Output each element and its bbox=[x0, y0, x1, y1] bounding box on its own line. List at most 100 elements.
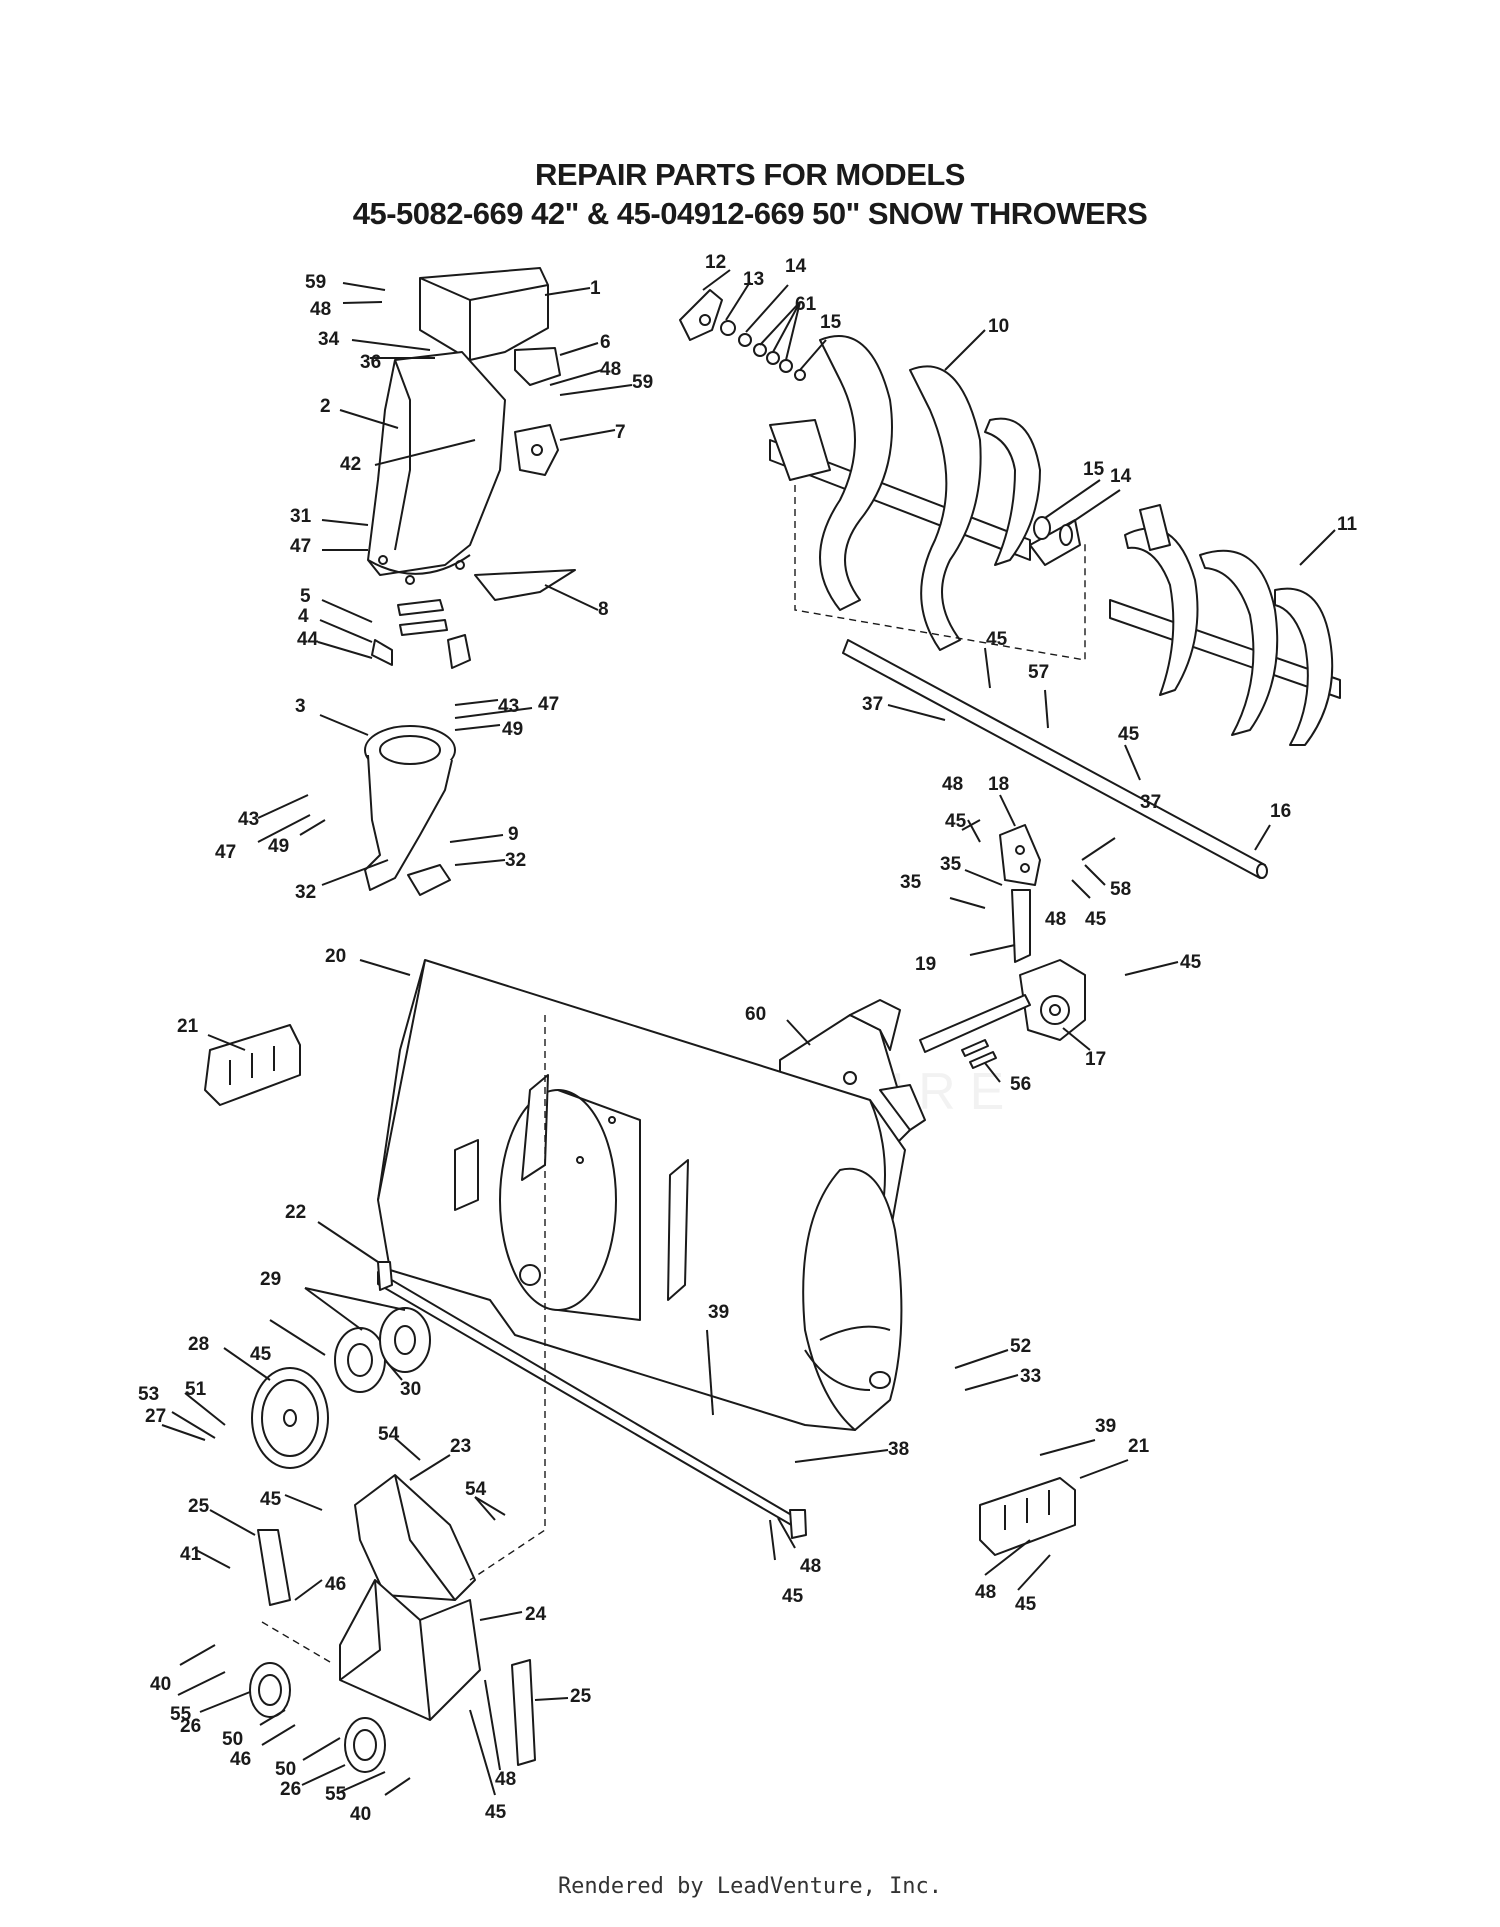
bearing-29-30 bbox=[334, 1307, 431, 1393]
callout: 58 bbox=[1110, 879, 1131, 900]
callout: 45 bbox=[986, 629, 1008, 650]
callout: 48 bbox=[975, 1582, 996, 1603]
guide-auger-to-shaft bbox=[794, 485, 1086, 661]
callout: 24 bbox=[525, 1604, 547, 1625]
auger-housing-20 bbox=[377, 959, 906, 1431]
callout: 45 bbox=[782, 1586, 804, 1607]
callout: 15 bbox=[1083, 459, 1105, 480]
callout: 23 bbox=[450, 1436, 471, 1457]
callout: 48 bbox=[942, 774, 963, 795]
callout: 46 bbox=[230, 1749, 251, 1770]
callout: 18 bbox=[988, 774, 1009, 795]
callout: 22 bbox=[285, 1202, 306, 1223]
callout: 46 bbox=[325, 1574, 346, 1595]
callout: 3 bbox=[295, 696, 306, 717]
callout: 51 bbox=[185, 1379, 207, 1400]
callout: 39 bbox=[708, 1302, 729, 1323]
callout: 9 bbox=[508, 824, 519, 845]
chute-keeper-9 bbox=[407, 864, 451, 896]
callout: 31 bbox=[290, 506, 312, 527]
callout: 45 bbox=[1085, 909, 1107, 930]
idler-pulleys-26 bbox=[249, 1662, 386, 1773]
callout: 45 bbox=[1180, 952, 1202, 973]
callout: 48 bbox=[800, 1556, 821, 1577]
callout: 32 bbox=[505, 850, 526, 871]
skid-shoe-21-right bbox=[979, 1477, 1076, 1556]
callout: 60 bbox=[745, 1004, 766, 1025]
belt-cover-23 bbox=[354, 1474, 476, 1601]
callout: 4 bbox=[298, 606, 309, 627]
callout: 56 bbox=[1010, 1074, 1031, 1095]
callout: 40 bbox=[150, 1674, 171, 1695]
callout: 32 bbox=[295, 882, 316, 903]
callout-labels: 1 2 3 4 5 6 7 8 9 10 11 12 13 14 14 15 1… bbox=[138, 252, 1358, 1825]
callout: 21 bbox=[1128, 1436, 1150, 1457]
callout: 25 bbox=[188, 1496, 210, 1517]
callout: 40 bbox=[350, 1804, 371, 1825]
callout: 53 bbox=[138, 1384, 159, 1405]
callout: 37 bbox=[862, 694, 883, 715]
callout: 57 bbox=[1028, 662, 1049, 683]
callout: 35 bbox=[900, 872, 922, 893]
scraper-bar-22 bbox=[377, 1261, 807, 1539]
callout: 45 bbox=[485, 1802, 507, 1823]
callout: 26 bbox=[280, 1779, 301, 1800]
callout: 55 bbox=[325, 1784, 347, 1805]
callout: 59 bbox=[632, 372, 653, 393]
guide-cover-to-bracket bbox=[261, 1621, 331, 1663]
skid-shoe-21-left bbox=[204, 1024, 301, 1106]
auger-left-10 bbox=[769, 335, 1081, 651]
callout: 39 bbox=[1095, 1416, 1116, 1437]
callout: 48 bbox=[310, 299, 331, 320]
callout: 17 bbox=[1085, 1049, 1106, 1070]
callout: 16 bbox=[1270, 801, 1291, 822]
callout: 45 bbox=[260, 1489, 282, 1510]
callout: 26 bbox=[180, 1716, 201, 1737]
callout: 49 bbox=[268, 836, 289, 857]
callout: 14 bbox=[1110, 466, 1132, 487]
auger-right-11 bbox=[1109, 504, 1341, 746]
title-line-2: 45-5082-669 42" & 45-04912-669 50" SNOW … bbox=[352, 196, 1148, 231]
brackets-25 bbox=[257, 1529, 536, 1766]
callout: 13 bbox=[743, 269, 764, 290]
callout: 6 bbox=[600, 332, 611, 353]
callout: 20 bbox=[325, 946, 346, 967]
pulley-28 bbox=[251, 1367, 329, 1469]
callout: 11 bbox=[1337, 514, 1358, 535]
diagram-title: REPAIR PARTS FOR MODELS 45-5082-669 42" … bbox=[0, 155, 1500, 233]
callout: 29 bbox=[260, 1269, 281, 1290]
callout: 34 bbox=[318, 329, 340, 350]
callout: 47 bbox=[215, 842, 236, 863]
callout: 61 bbox=[795, 294, 817, 315]
callout: 54 bbox=[465, 1479, 487, 1500]
callout: 30 bbox=[400, 1379, 421, 1400]
callout: 1 bbox=[590, 278, 601, 299]
title-line-1: REPAIR PARTS FOR MODELS bbox=[535, 157, 965, 192]
callout: 54 bbox=[378, 1424, 400, 1445]
callout: 12 bbox=[705, 252, 726, 273]
bracket-18 bbox=[999, 824, 1041, 886]
callout: 44 bbox=[297, 629, 319, 650]
callout: 38 bbox=[888, 1439, 909, 1460]
callout: 55 bbox=[170, 1704, 192, 1725]
callout: 59 bbox=[305, 272, 326, 293]
callout: 14 bbox=[785, 256, 807, 277]
guide-housing-vertical bbox=[469, 1015, 546, 1581]
chute-clamps bbox=[371, 599, 471, 669]
callout: 48 bbox=[1045, 909, 1066, 930]
chute-tube bbox=[367, 351, 506, 585]
callout: 50 bbox=[222, 1729, 243, 1750]
callout: 45 bbox=[1118, 724, 1140, 745]
callout: 5 bbox=[300, 586, 311, 607]
callout: 48 bbox=[600, 359, 621, 380]
callout: 33 bbox=[1020, 1366, 1041, 1387]
bracket-24 bbox=[339, 1579, 481, 1721]
callout: 52 bbox=[1010, 1336, 1031, 1357]
callout: 41 bbox=[180, 1544, 202, 1565]
callout: 42 bbox=[340, 454, 361, 475]
callout: 19 bbox=[915, 954, 936, 975]
callout: 50 bbox=[275, 1759, 296, 1780]
callout: 28 bbox=[188, 1334, 209, 1355]
chute-scraper-8 bbox=[474, 569, 576, 601]
